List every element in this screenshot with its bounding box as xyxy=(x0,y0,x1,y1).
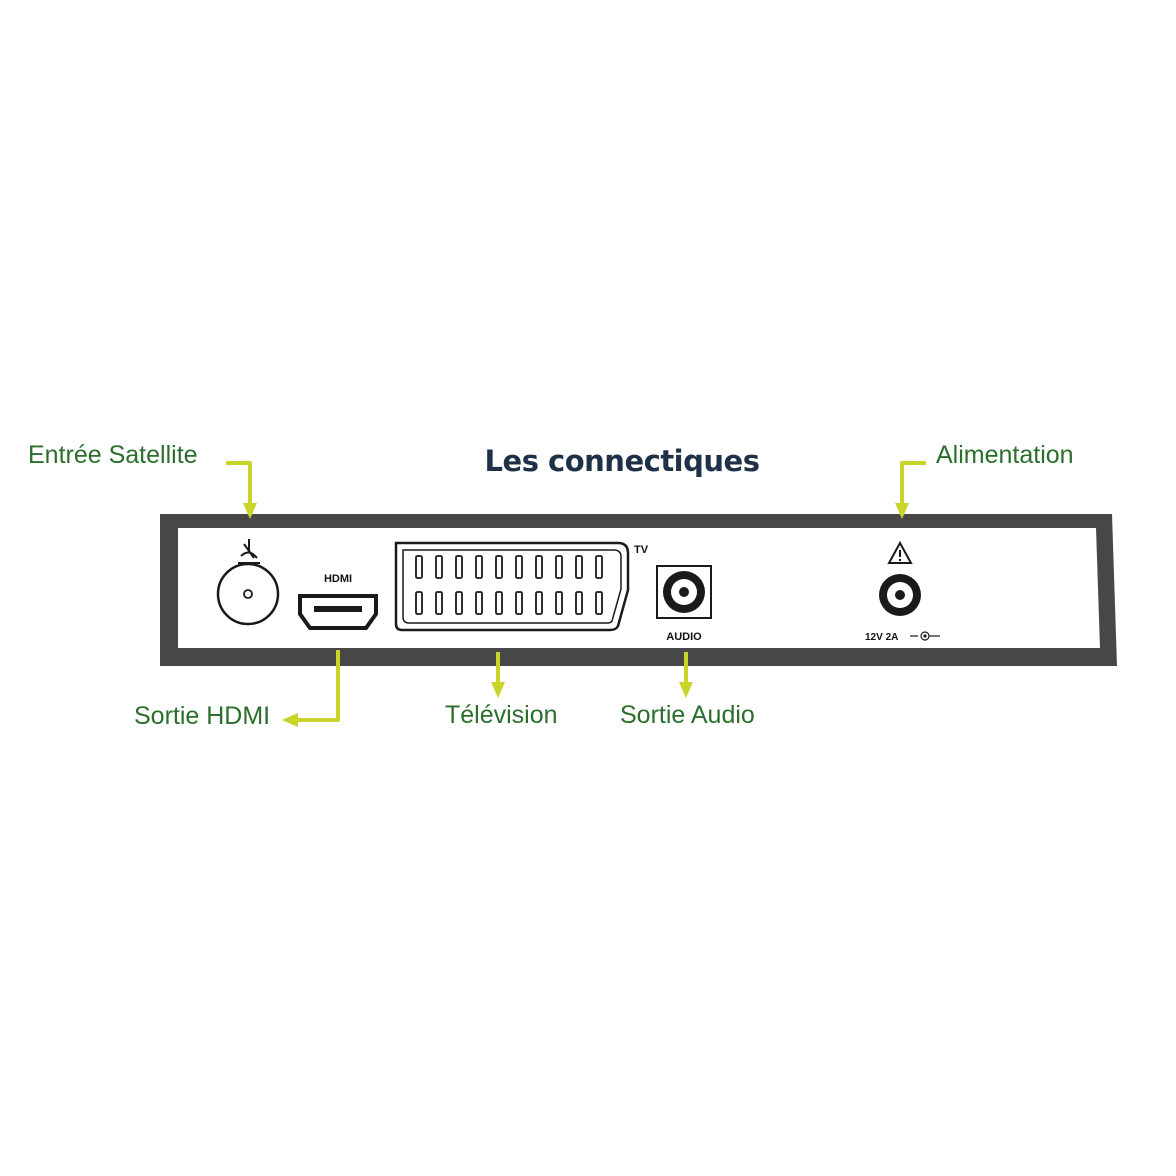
arrow-head-satellite xyxy=(243,503,257,519)
satellite-input-port xyxy=(216,539,280,626)
scart-pin xyxy=(475,555,483,579)
scart-pin xyxy=(535,555,543,579)
arrow-head-audio xyxy=(679,682,693,698)
hdmi-port: HDMI xyxy=(298,573,378,630)
scart-pin xyxy=(455,555,463,579)
scart-pin xyxy=(455,591,463,615)
arrow-satellite xyxy=(226,461,252,505)
scart-pin xyxy=(415,591,423,615)
tv-panel-label: TV xyxy=(634,544,649,556)
callout-power: Alimentation xyxy=(936,441,1074,469)
scart-pin xyxy=(595,591,603,615)
scart-tv-port: TV xyxy=(394,541,649,632)
scart-pin xyxy=(495,591,503,615)
scart-pin xyxy=(555,591,563,615)
scart-pin xyxy=(435,591,443,615)
power-rating-label: 12V 2A xyxy=(865,632,898,643)
callout-hdmi-output: Sortie HDMI xyxy=(134,702,271,730)
scart-pin xyxy=(535,591,543,615)
scart-pin xyxy=(435,555,443,579)
warning-triangle-icon xyxy=(887,540,913,564)
scart-pins xyxy=(415,555,603,615)
scart-pin xyxy=(515,591,523,615)
scart-pin xyxy=(575,555,583,579)
audio-output-port: AUDIO xyxy=(656,565,712,643)
dc-polarity-icon xyxy=(910,631,940,641)
arrow-power xyxy=(900,461,926,505)
callout-audio-output: Sortie Audio xyxy=(620,701,755,729)
scart-pin xyxy=(595,555,603,579)
arrow-head-hdmi xyxy=(282,713,298,727)
hdmi-panel-label: HDMI xyxy=(324,573,352,585)
device-rear-panel xyxy=(160,514,1117,666)
arrow-hdmi xyxy=(296,650,340,722)
scart-pin xyxy=(555,555,563,579)
callout-satellite-input: Entrée Satellite xyxy=(28,441,198,469)
scart-pin xyxy=(415,555,423,579)
scart-pin xyxy=(495,555,503,579)
power-input-port: 12V 2A xyxy=(865,540,940,643)
scart-pin xyxy=(575,591,583,615)
diagram-title: Les connectiques xyxy=(484,444,760,478)
callout-arrows xyxy=(226,461,926,727)
arrow-head-tv xyxy=(491,682,505,698)
scart-pin xyxy=(475,591,483,615)
callout-television: Télévision xyxy=(445,701,558,729)
audio-panel-label: AUDIO xyxy=(666,631,702,643)
scart-pin xyxy=(515,555,523,579)
arrow-head-power xyxy=(895,503,909,519)
